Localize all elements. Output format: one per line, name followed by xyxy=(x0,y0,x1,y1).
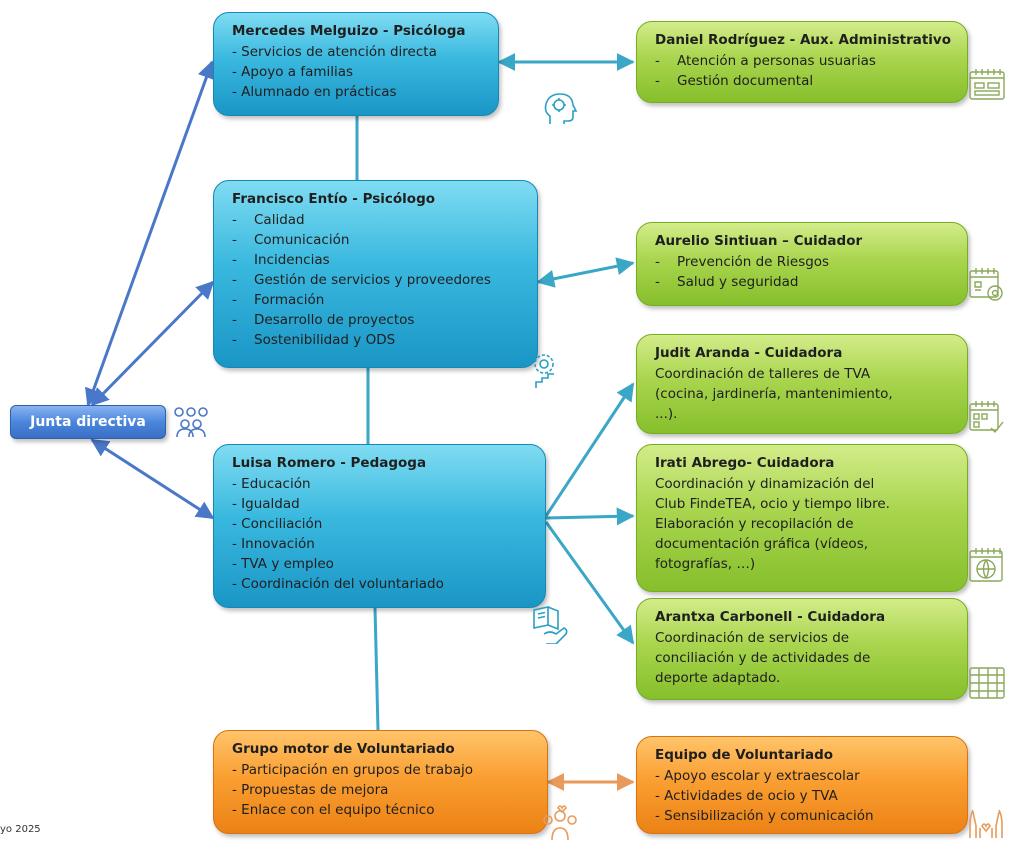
node-equipo-voluntariado: Equipo de Voluntariado - Apoyo escolar y… xyxy=(636,736,968,834)
node-text-line: Elaboración y recopilación de xyxy=(655,516,854,532)
junta-directiva-node: Junta directiva xyxy=(10,405,166,439)
group-hearts-icon xyxy=(543,805,577,841)
list-item: Gestión documental xyxy=(655,71,955,91)
list-item: Prevención de Riesgos xyxy=(655,252,955,272)
list-item: - Participación en grupos de trabajo xyxy=(232,762,473,778)
arrow-francisco-aurelio xyxy=(536,257,635,288)
footer-text: yo 2025 xyxy=(0,824,41,835)
node-title: Francisco Entío - Psicólogo xyxy=(232,191,436,207)
list-item: Salud y seguridad xyxy=(655,272,955,292)
list-item: - Coordinación del voluntariado xyxy=(232,576,444,592)
list-item: Incidencias xyxy=(232,250,525,270)
node-title: Daniel Rodríguez - Aux. Administrativo xyxy=(655,32,951,48)
arrow-junta-mercedes xyxy=(85,60,215,407)
arrow-junta-luisa xyxy=(90,438,215,520)
node-text-line: documentación gráfica (vídeos, xyxy=(655,536,869,552)
node-title: Mercedes Melguizo - Psicóloga xyxy=(232,23,466,39)
arrow-luisa-arantxa xyxy=(544,521,635,645)
list-item: - Educación xyxy=(232,476,311,492)
list-item: - Servicios de atención directa xyxy=(232,44,437,60)
calendar-globe-icon xyxy=(969,548,1003,582)
node-aurelio: Aurelio Sintiuan – Cuidador Prevención d… xyxy=(636,222,968,306)
list-item: Sostenibilidad y ODS xyxy=(232,330,525,350)
node-title: Judit Aranda - Cuidadora xyxy=(655,345,843,361)
node-arantxa: Arantxa Carbonell - Cuidadora Coordinaci… xyxy=(636,598,968,700)
node-francisco: Francisco Entío - Psicólogo Calidad Comu… xyxy=(213,180,538,368)
arrow-junta-francisco xyxy=(90,280,215,407)
brain-stairs-icon xyxy=(534,354,554,388)
list-item: - Igualdad xyxy=(232,496,300,512)
junta-directiva-label: Junta directiva xyxy=(30,414,146,430)
node-title: Grupo motor de Voluntariado xyxy=(232,741,455,757)
list-item: - Apoyo escolar y extraescolar xyxy=(655,768,860,784)
list-item: - Innovación xyxy=(232,536,315,552)
node-text-line: Coordinación y dinamización del xyxy=(655,476,875,492)
list-item: - Alumnado en prácticas xyxy=(232,84,397,100)
node-mercedes: Mercedes Melguizo - Psicóloga - Servicio… xyxy=(213,12,499,116)
node-title: Arantxa Carbonell - Cuidadora xyxy=(655,609,886,625)
list-item: - TVA y empleo xyxy=(232,556,334,572)
node-judit: Judit Aranda - Cuidadora Coordinación de… xyxy=(636,334,968,434)
arrow-luisa-judit xyxy=(544,382,635,517)
list-item: - Actividades de ocio y TVA xyxy=(655,788,838,804)
node-text-line: fotografías, …) xyxy=(655,556,756,572)
book-hand-icon xyxy=(533,606,568,644)
list-item: - Conciliación xyxy=(232,516,323,532)
list-item: Desarrollo de proyectos xyxy=(232,310,525,330)
node-irati: Irati Abrego- Cuidadora Coordinación y d… xyxy=(636,444,968,592)
node-text-line: Club FindeTEA, ocio y tiempo libre. xyxy=(655,496,890,512)
list-item: Formación xyxy=(232,290,525,310)
calendar-gear-icon xyxy=(969,268,1003,301)
calendar-icon xyxy=(969,69,1005,100)
node-title: Equipo de Voluntariado xyxy=(655,747,834,763)
list-item: - Propuestas de mejora xyxy=(232,782,389,798)
node-text-line: deporte adaptado. xyxy=(655,670,781,686)
node-luisa: Luisa Romero - Pedagoga - Educación - Ig… xyxy=(213,444,546,608)
node-text-line: conciliación y de actividades de xyxy=(655,650,871,666)
spine-3 xyxy=(373,607,380,731)
arrow-luisa-irati xyxy=(545,507,635,526)
list-item: Calidad xyxy=(232,210,525,230)
node-daniel: Daniel Rodríguez - Aux. Administrativo A… xyxy=(636,21,968,103)
node-text-line: Coordinación de servicios de xyxy=(655,630,850,646)
node-text-line: ...). xyxy=(655,406,678,422)
calendar-check-icon xyxy=(969,401,1004,434)
people-group-icon xyxy=(174,407,208,438)
list-item: Gestión de servicios y proveedores xyxy=(232,270,525,290)
list-item: Comunicación xyxy=(232,230,525,250)
list-item: - Sensibilización y comunicación xyxy=(655,808,874,824)
list-item: Atención a personas usuarias xyxy=(655,51,955,71)
head-profile-icon xyxy=(544,93,578,124)
list-item: - Apoyo a familias xyxy=(232,64,354,80)
node-grupo-motor: Grupo motor de Voluntariado - Participac… xyxy=(213,730,548,834)
raised-hands-icon xyxy=(969,809,1003,838)
node-text-line: Coordinación de talleres de TVA xyxy=(655,366,871,382)
list-item: - Enlace con el equipo técnico xyxy=(232,802,435,818)
node-title: Irati Abrego- Cuidadora xyxy=(655,455,835,471)
node-text-line: (cocina, jardinería, mantenimiento, xyxy=(655,386,893,402)
node-title: Luisa Romero - Pedagoga xyxy=(232,455,427,471)
table-grid-icon xyxy=(969,667,1005,699)
node-title: Aurelio Sintiuan – Cuidador xyxy=(655,233,863,249)
